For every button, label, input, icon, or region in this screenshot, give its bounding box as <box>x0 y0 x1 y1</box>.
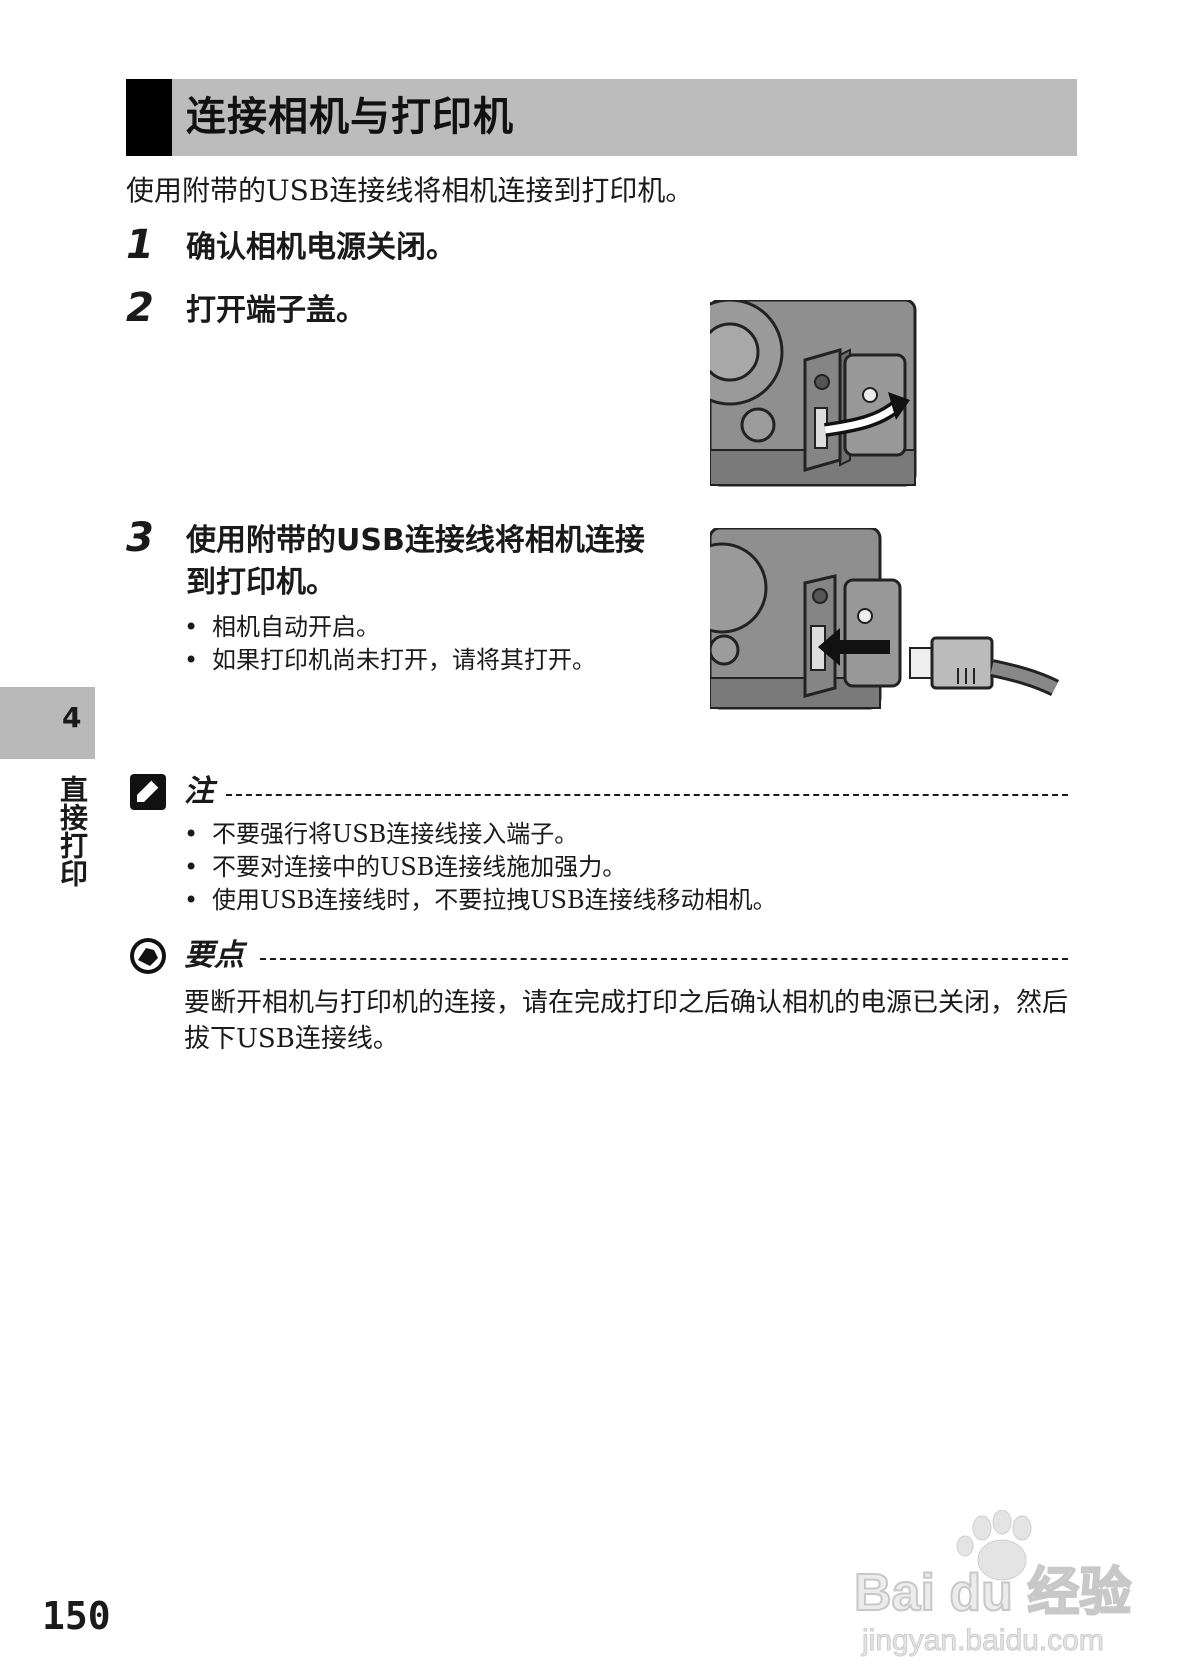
title-accent-block <box>126 79 172 156</box>
list-item: 不要对连接中的USB连接线施加强力。 <box>178 851 777 884</box>
chapter-label: 直接打印 <box>56 775 89 887</box>
watermark-brand: Bai du 经验 <box>854 1564 1131 1622</box>
memo-label: 要点 <box>184 938 244 973</box>
camera-open-cover-illustration <box>710 300 917 487</box>
section-title-bar: 连接相机与打印机 <box>126 79 1077 156</box>
intro-text: 使用附带的USB连接线将相机连接到打印机。 <box>126 174 694 207</box>
note-bullets: 不要强行将USB连接线接入端子。 不要对连接中的USB连接线施加强力。 使用US… <box>178 818 777 917</box>
list-item: 不要强行将USB连接线接入端子。 <box>178 818 777 851</box>
page-number: 150 <box>42 1594 111 1638</box>
note-label: 注 <box>184 774 214 809</box>
tip-hand-icon <box>130 938 166 974</box>
step-number: 3 <box>126 515 154 561</box>
pencil-note-icon <box>130 774 166 810</box>
step-text-line-1: 使用附带的USB连接线将相机连接 <box>186 523 645 558</box>
step-text: 打开端子盖。 <box>186 293 366 328</box>
step-number: 1 <box>126 222 154 268</box>
memo-divider <box>260 958 1068 960</box>
step-number: 2 <box>126 285 154 331</box>
page-title: 连接相机与打印机 <box>186 94 514 140</box>
memo-text: 要断开相机与打印机的连接，请在完成打印之后确认相机的电源已关闭，然后拔下USB连… <box>184 988 1069 1054</box>
memo-header: 要点 <box>126 936 1076 976</box>
baidu-jingyan-watermark: Bai du 经验 jingyan.baidu.com <box>853 1510 1132 1658</box>
camera-usb-connect-illustration <box>710 528 1060 710</box>
list-item: 如果打印机尚未打开，请将其打开。 <box>178 644 596 677</box>
chapter-number: 4 <box>62 701 82 734</box>
note-header: 注 <box>126 772 1076 812</box>
chapter-tab: 4 <box>0 687 95 759</box>
watermark-url: jingyan.baidu.com <box>861 1624 1104 1657</box>
list-item: 相机自动开启。 <box>178 611 596 644</box>
list-item: 使用USB连接线时，不要拉拽USB连接线移动相机。 <box>178 884 777 917</box>
note-divider <box>226 794 1068 796</box>
step-3-bullets: 相机自动开启。 如果打印机尚未打开，请将其打开。 <box>178 611 596 677</box>
step-text-line-2: 到打印机。 <box>186 565 336 600</box>
step-text: 确认相机电源关闭。 <box>186 230 456 265</box>
